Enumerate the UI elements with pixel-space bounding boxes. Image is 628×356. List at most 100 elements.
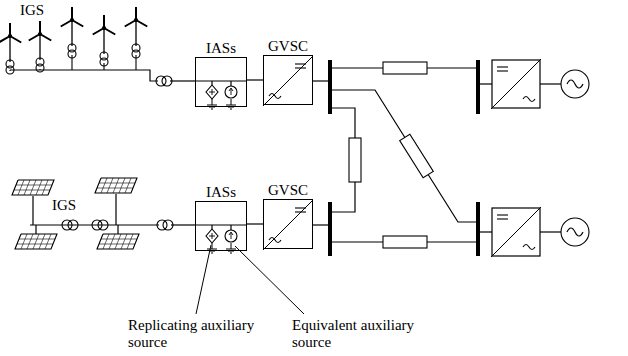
panel-grid xyxy=(99,244,135,245)
panel-grid xyxy=(99,183,135,184)
wire xyxy=(103,63,104,70)
transformer-symbol xyxy=(68,220,78,230)
dependent-source xyxy=(206,229,218,243)
wire xyxy=(330,90,478,222)
current-source xyxy=(225,86,237,98)
wire xyxy=(35,225,36,234)
wire xyxy=(295,67,306,68)
panel-grid xyxy=(16,185,52,186)
wire xyxy=(231,233,232,239)
block-label: IASs xyxy=(195,39,247,57)
ground-symbol xyxy=(230,109,232,110)
converter-symbol xyxy=(263,200,313,250)
wire xyxy=(211,81,212,85)
generation-label: IGS xyxy=(52,197,92,214)
wire xyxy=(209,236,215,237)
panel-grid xyxy=(24,180,30,195)
wire xyxy=(295,63,306,64)
wind-turbine xyxy=(61,7,84,70)
turbine-tower xyxy=(103,28,104,54)
wind-turbine xyxy=(125,7,148,70)
ac-source xyxy=(561,70,589,98)
wire xyxy=(540,231,561,232)
panel-grid xyxy=(18,180,24,195)
block-outline xyxy=(195,57,247,107)
ground-symbol xyxy=(207,249,217,250)
block-label: GVSC xyxy=(263,181,313,199)
ground-symbol xyxy=(230,253,232,254)
converter-block: IASs xyxy=(195,39,247,107)
block-outline xyxy=(263,55,313,105)
block-outline xyxy=(195,201,247,251)
auxiliary-sources xyxy=(195,225,247,253)
block-outline xyxy=(263,199,313,249)
wire xyxy=(211,225,212,229)
wire xyxy=(32,196,33,225)
converter-symbol xyxy=(491,207,541,257)
solar-panel xyxy=(15,234,57,249)
transformer-symbol xyxy=(156,76,166,86)
busbar xyxy=(476,202,480,256)
solar-panel xyxy=(95,178,137,193)
line-impedance xyxy=(383,236,427,248)
panel-grid xyxy=(101,178,107,193)
wire xyxy=(195,224,247,225)
block-label: GVSC xyxy=(263,37,313,55)
panel-grid xyxy=(101,239,137,240)
panel-grid xyxy=(107,178,113,193)
wire xyxy=(195,80,247,81)
converter-box xyxy=(492,60,540,108)
line-impedance xyxy=(383,62,427,74)
panel-grid xyxy=(30,180,36,195)
converter-block: IASs xyxy=(195,183,247,251)
panel-grid xyxy=(113,178,119,193)
ground-symbol xyxy=(211,109,213,110)
turbine-tower xyxy=(71,20,72,46)
transformer-symbol xyxy=(98,220,108,230)
dependent-source xyxy=(206,85,218,99)
converter-symbol xyxy=(491,59,541,109)
wire xyxy=(71,55,72,70)
wire xyxy=(263,56,313,106)
wire xyxy=(497,214,508,215)
ground-lead xyxy=(212,243,213,249)
block-label: IASs xyxy=(195,183,247,201)
solar-panel xyxy=(12,180,54,195)
ground-symbol xyxy=(226,249,236,250)
wire xyxy=(117,225,118,234)
turbine-hub xyxy=(103,27,106,30)
callout-label: Equivalent auxiliary source xyxy=(292,317,440,351)
ac-source xyxy=(561,218,589,246)
leader-line xyxy=(235,246,304,314)
wire xyxy=(497,218,508,219)
panel-grid xyxy=(27,234,33,249)
line-impedance xyxy=(349,138,361,182)
turbine-hub xyxy=(9,35,12,38)
panel-grid xyxy=(36,180,42,195)
wire xyxy=(263,200,313,250)
panel-grid xyxy=(17,244,53,245)
leader-line xyxy=(196,245,211,314)
wire xyxy=(135,55,136,70)
wire xyxy=(10,70,158,81)
ground-lead xyxy=(212,99,213,105)
panel-grid xyxy=(21,234,27,249)
wire xyxy=(313,224,330,225)
turbine-hub xyxy=(135,19,138,22)
wire xyxy=(230,225,231,230)
wire xyxy=(231,89,232,95)
connector xyxy=(247,79,263,80)
wind-turbine xyxy=(0,23,21,74)
turbine-hub xyxy=(39,33,42,36)
panel-grid xyxy=(45,234,51,249)
panel-grid xyxy=(33,234,39,249)
wire xyxy=(171,224,196,225)
panel-grid xyxy=(42,180,48,195)
wire xyxy=(295,207,306,208)
wire xyxy=(209,92,215,93)
callout-label: Replicating auxiliary source xyxy=(128,317,276,351)
converter-box xyxy=(492,208,540,256)
wire xyxy=(295,211,306,212)
